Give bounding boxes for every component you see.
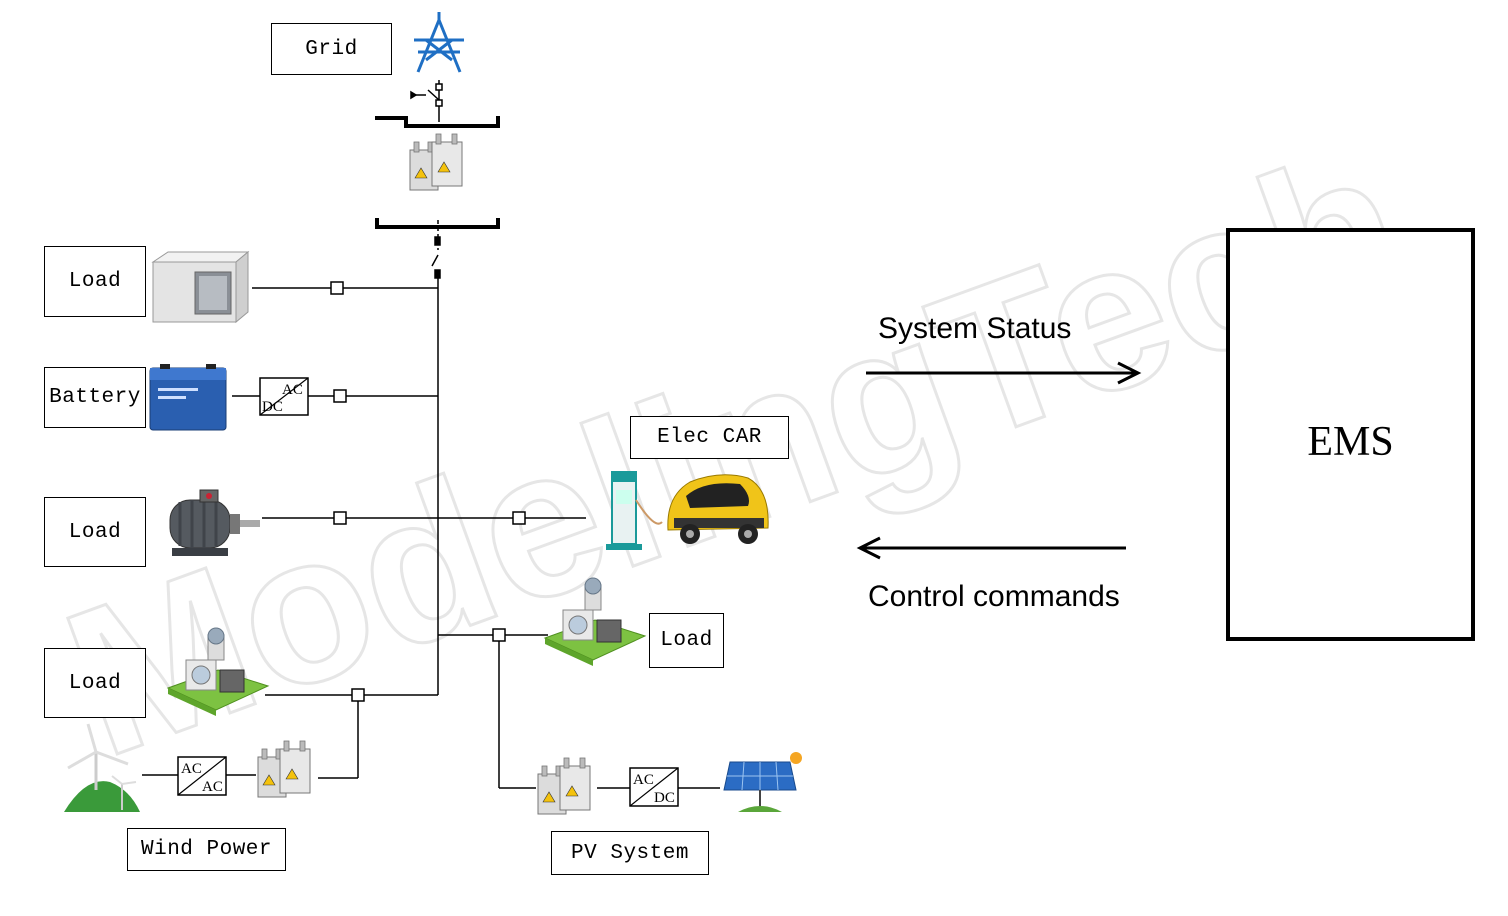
- wind-ac-ac-converter: AC AC: [177, 756, 227, 796]
- ems-box: EMS: [1226, 228, 1475, 641]
- upper-busbar: [375, 116, 500, 128]
- converter-label-top: AC: [181, 761, 202, 777]
- system-status-label: System Status: [878, 312, 1072, 345]
- ems-label: EMS: [1307, 419, 1394, 465]
- wind-power-label: Wind Power: [127, 828, 286, 871]
- converter-label-top: AC: [282, 382, 303, 398]
- wind-turbine-icon: [64, 723, 140, 812]
- branch-lines: [142, 287, 720, 789]
- ev-charger-icon: [606, 471, 663, 550]
- wind-transformer-icon: [257, 740, 311, 798]
- converter-label-bottom: DC: [654, 790, 675, 806]
- breaker-motor: [333, 511, 347, 525]
- grid-switch-icon: [410, 80, 443, 122]
- breaker-wind-load: [351, 688, 365, 702]
- load-motor-label: Load: [44, 497, 146, 567]
- load-cabinet-label: Load: [44, 246, 146, 317]
- breaker-battery: [333, 389, 347, 403]
- breaker-load-cabinet: [330, 281, 344, 295]
- appliance-load-icon: [543, 577, 647, 666]
- pv-transformer-icon: [537, 757, 591, 815]
- solar-panel-icon: [723, 752, 802, 812]
- converter-label-bottom: DC: [262, 399, 283, 415]
- load-appliance-right-label: Load: [649, 613, 724, 668]
- power-tower-icon: [414, 12, 464, 73]
- battery-icon: [149, 364, 227, 431]
- battery-label: Battery: [44, 367, 146, 428]
- pv-system-label: PV System: [551, 831, 709, 875]
- grid-label: Grid: [271, 23, 392, 75]
- breaker-elec-car: [512, 511, 526, 525]
- control-commands-arrow: [856, 536, 1126, 560]
- appliance-load-icon: [166, 627, 270, 716]
- electric-car-icon: [667, 474, 769, 544]
- converter-label-bottom: AC: [202, 779, 223, 795]
- grid-transformer-icon: [409, 133, 463, 191]
- pv-ac-dc-converter: AC DC: [629, 767, 679, 807]
- system-status-arrow: [866, 361, 1142, 385]
- elec-car-label: Elec CAR: [630, 416, 789, 459]
- breaker-pv-load: [492, 628, 506, 642]
- converter-label-top: AC: [633, 772, 654, 788]
- server-cabinet-icon: [151, 250, 250, 324]
- electric-motor-icon: [169, 489, 260, 556]
- battery-ac-dc-converter: AC DC: [259, 377, 309, 416]
- load-appliance-left-label: Load: [44, 648, 146, 718]
- control-commands-label: Control commands: [868, 580, 1120, 613]
